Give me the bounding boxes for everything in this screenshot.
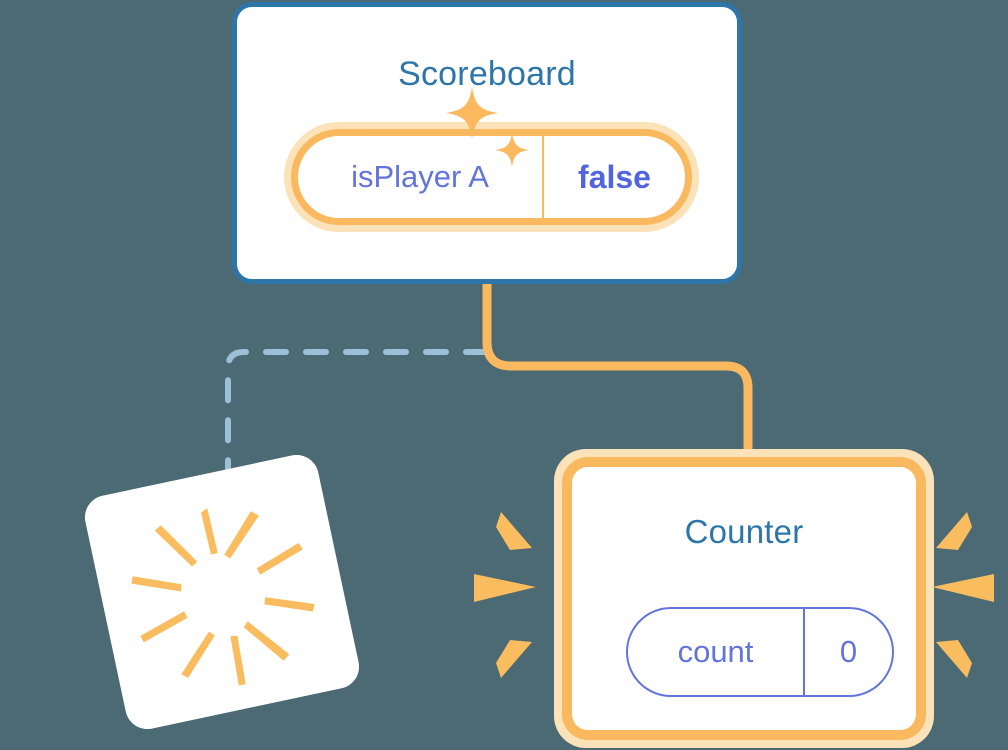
- counter-card-body[interactable]: Counter count 0: [562, 457, 926, 740]
- counter-state-pill[interactable]: count 0: [626, 607, 894, 697]
- node-counter[interactable]: Counter count 0: [554, 449, 934, 748]
- burst-ray: [932, 574, 994, 602]
- counter-state-key: count: [677, 634, 754, 669]
- scoreboard-state-value: false: [578, 158, 651, 195]
- placeholder-card-body: [85, 455, 359, 729]
- node-placeholder[interactable]: [85, 455, 359, 729]
- scoreboard-title: Scoreboard: [398, 55, 576, 93]
- connector-solid-scoreboard-to-counter: [482, 284, 753, 470]
- node-scoreboard[interactable]: Scoreboard isPlayer A false: [232, 2, 742, 284]
- burst-ray: [496, 640, 532, 678]
- scoreboard-pill-divider: [542, 136, 544, 218]
- burst-ray: [496, 512, 532, 550]
- burst-ray: [936, 640, 972, 678]
- counter-title: Counter: [684, 513, 804, 550]
- burst-ray: [936, 512, 972, 550]
- scoreboard-state-pill[interactable]: isPlayer A false: [284, 122, 699, 232]
- counter-pill-divider: [803, 609, 805, 695]
- counter-state-value: 0: [839, 634, 858, 669]
- scoreboard-pill-body[interactable]: isPlayer A false: [291, 129, 692, 225]
- burst-ray: [474, 574, 536, 602]
- scoreboard-state-key: isPlayer A: [351, 159, 489, 194]
- burst-rays: [131, 508, 315, 686]
